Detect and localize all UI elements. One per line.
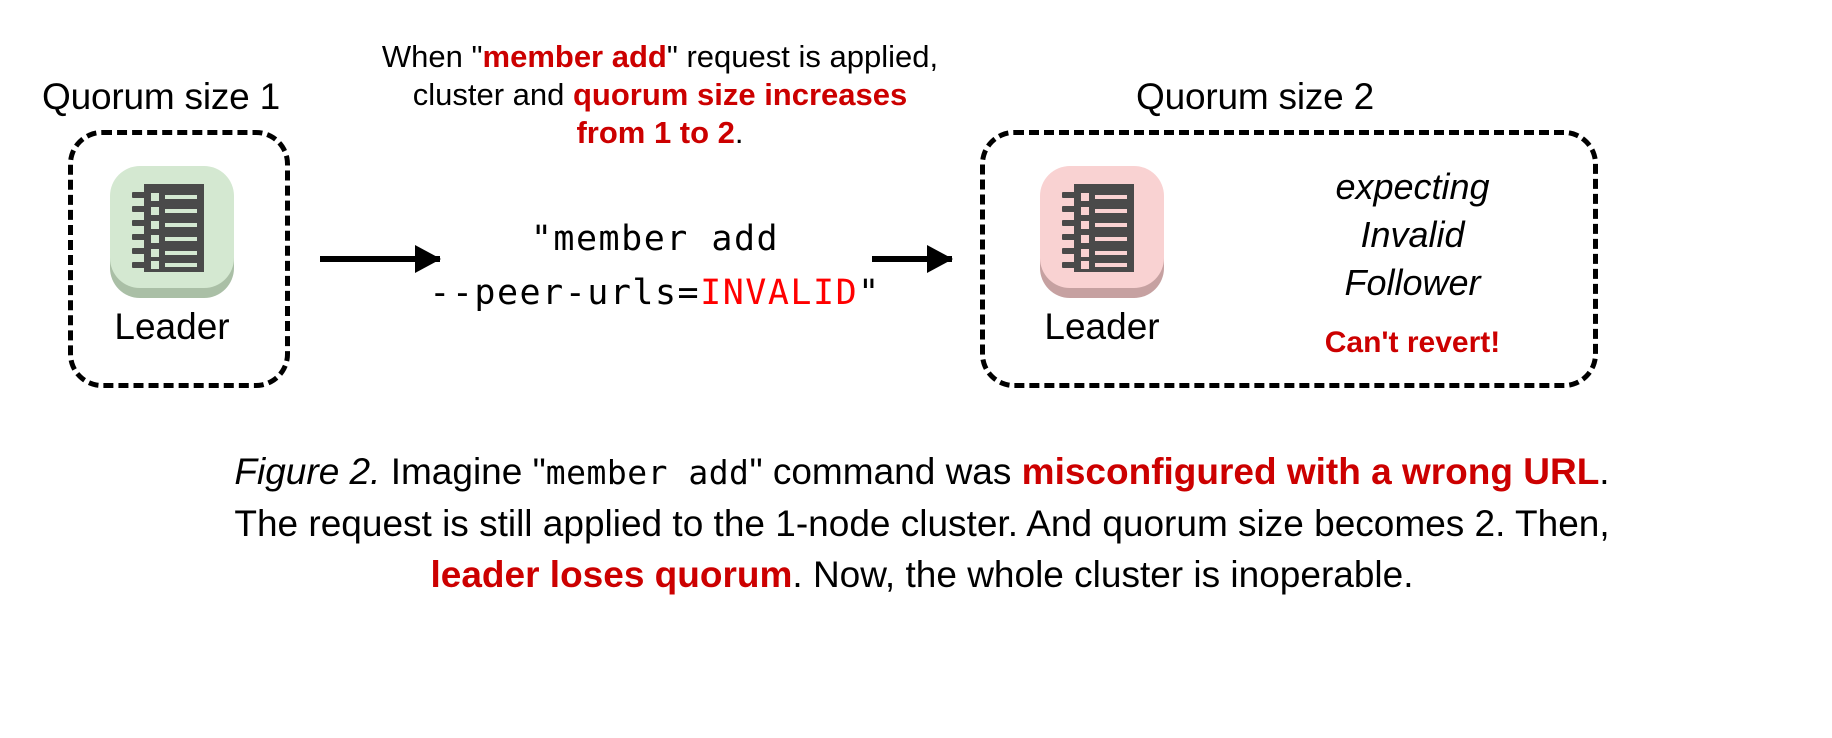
right-cluster-title: Quorum size 2 [1136,76,1374,117]
caption-emphasis-loses-quorum: leader loses quorum [430,554,793,595]
server-rack-icon [132,184,204,272]
command-line-1: "member add [530,219,780,259]
expecting-line-3: Follower [1344,262,1481,303]
top-note-l1c: " request is applied, [666,39,939,74]
caption-command: member add [545,453,750,492]
cant-revert-warning: Can't revert! [1324,326,1501,359]
server-rack-icon [1062,184,1134,272]
caption-p4: The request is still applied to the 1-no… [234,503,1610,544]
caption-p1: Imagine " [380,451,546,492]
right-cluster-boundary [980,130,1598,388]
left-node-icon-wrap [106,160,238,302]
command-invalid-value: INVALID [700,273,859,313]
left-cluster-title: Quorum size 1 [42,76,280,117]
top-annotation-line-3: from 1 to 2. [350,114,970,152]
top-annotation-line-2: cluster and quorum size increases [350,76,970,114]
top-annotation: When "member add" request is applied, cl… [350,38,970,152]
command-text: "member add --peer-urls=INVALID" [420,212,890,320]
caption-line-2: The request is still applied to the 1-no… [52,498,1792,549]
top-note-l3c: . [734,115,744,150]
right-leader-node: Leader [1036,160,1168,345]
top-note-l2a: cluster and [412,77,573,112]
left-node-label: Leader [114,306,230,347]
left-cluster-boundary [68,130,290,388]
right-node-icon-wrap [1036,160,1168,302]
command-quote-close: " [858,273,881,313]
top-annotation-line-1: When "member add" request is applied, [350,38,970,76]
caption-p2: " command was [749,451,1022,492]
caption-p5: . Now, the whole cluster is inoperable. [792,554,1414,595]
caption-emphasis-misconfigured: misconfigured with a wrong URL [1021,451,1600,492]
top-note-member-add: member add [482,39,667,74]
command-flag: --peer-urls= [429,273,701,313]
top-note-l1a: When " [381,39,483,74]
caption-p3: . [1599,451,1610,492]
arrow-right-icon [872,256,952,262]
expecting-line-2: Invalid [1360,214,1465,255]
right-node-label: Leader [1044,306,1160,347]
command-line-2: --peer-urls=INVALID" [420,266,890,320]
caption-line-1: Figure 2. Imagine "member add" command w… [52,446,1792,498]
arrow-right-icon [320,256,440,262]
caption-label: Figure 2. [234,451,381,492]
top-note-from-1-to-2: from 1 to 2 [576,115,735,150]
expecting-follower-note: expecting Invalid Follower [1275,163,1550,307]
expecting-line-1: expecting [1335,166,1490,207]
left-leader-node: Leader [106,160,238,345]
caption-line-3: leader loses quorum. Now, the whole clus… [52,549,1792,600]
figure-caption: Figure 2. Imagine "member add" command w… [52,446,1792,600]
top-note-quorum-increase: quorum size increases [573,77,908,112]
